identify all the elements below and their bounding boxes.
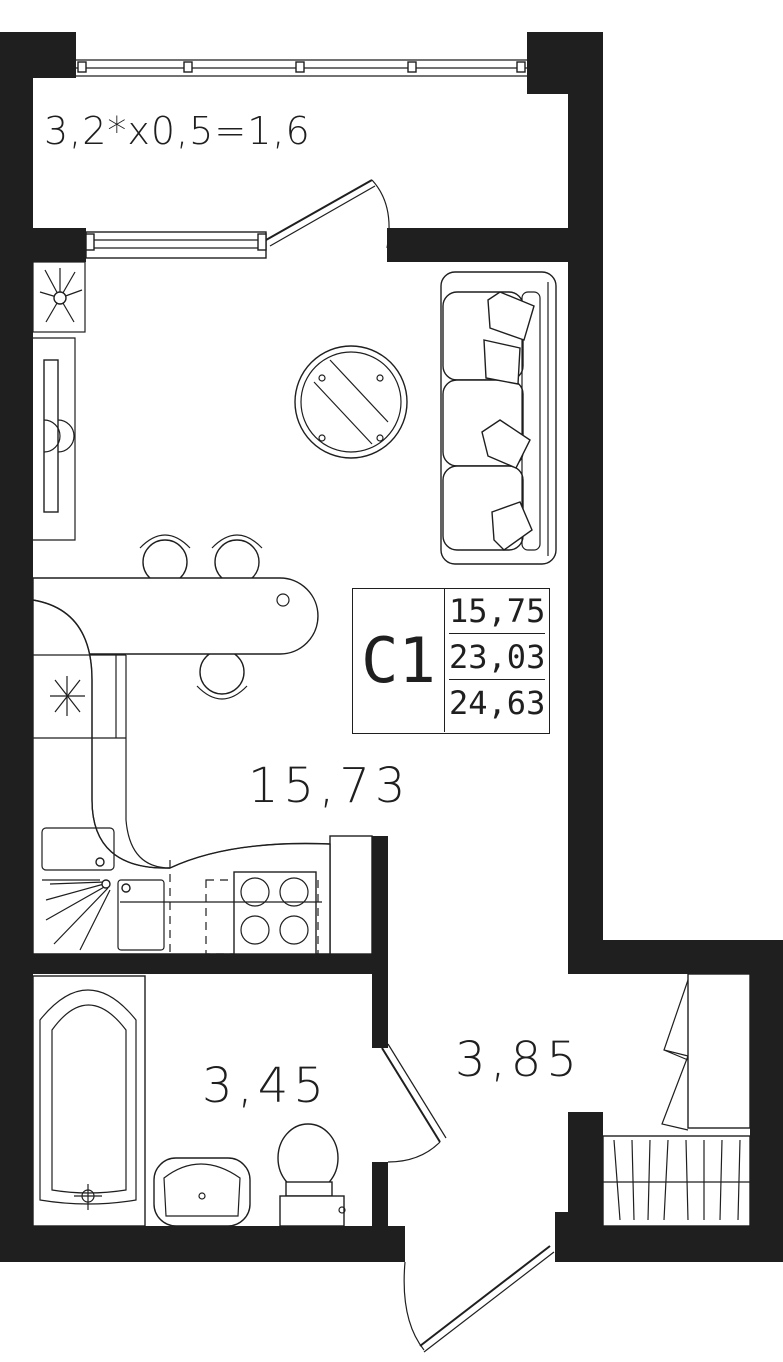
plant-icon xyxy=(32,261,86,333)
bathtub xyxy=(32,975,146,1227)
apartment-info-box: C1 15,75 23,03 24,63 xyxy=(352,588,550,734)
divider xyxy=(449,633,545,634)
hall-area-label: 3,85 xyxy=(455,1032,582,1088)
bathroom-area-label: 3,45 xyxy=(202,1058,329,1114)
kitchen-unit xyxy=(32,599,331,955)
round-table xyxy=(294,345,408,459)
entrance-door xyxy=(403,1245,555,1353)
apartment-code: C1 xyxy=(353,589,445,732)
bar-chairs xyxy=(139,534,263,700)
walls xyxy=(0,32,783,1262)
balcony-door xyxy=(265,179,390,249)
balcony-window-top xyxy=(76,59,527,77)
bathroom-door xyxy=(381,1043,447,1163)
washbasin xyxy=(153,1157,251,1227)
balcony-area-label: 3,2*x0,5=1,6 xyxy=(44,109,311,153)
balcony-window-inner xyxy=(85,231,267,259)
sofa xyxy=(440,271,557,565)
total-area-with-balcony-value: 24,63 xyxy=(449,684,546,722)
living-area-value: 15,75 xyxy=(449,592,546,630)
tv-cabinet xyxy=(33,337,76,541)
bar-counter xyxy=(32,577,319,655)
divider xyxy=(449,679,545,680)
living-room-area-label: 15,73 xyxy=(248,758,411,814)
wardrobe xyxy=(602,973,751,1227)
toilet-icon xyxy=(277,1123,346,1227)
total-area-value: 23,03 xyxy=(449,638,546,676)
